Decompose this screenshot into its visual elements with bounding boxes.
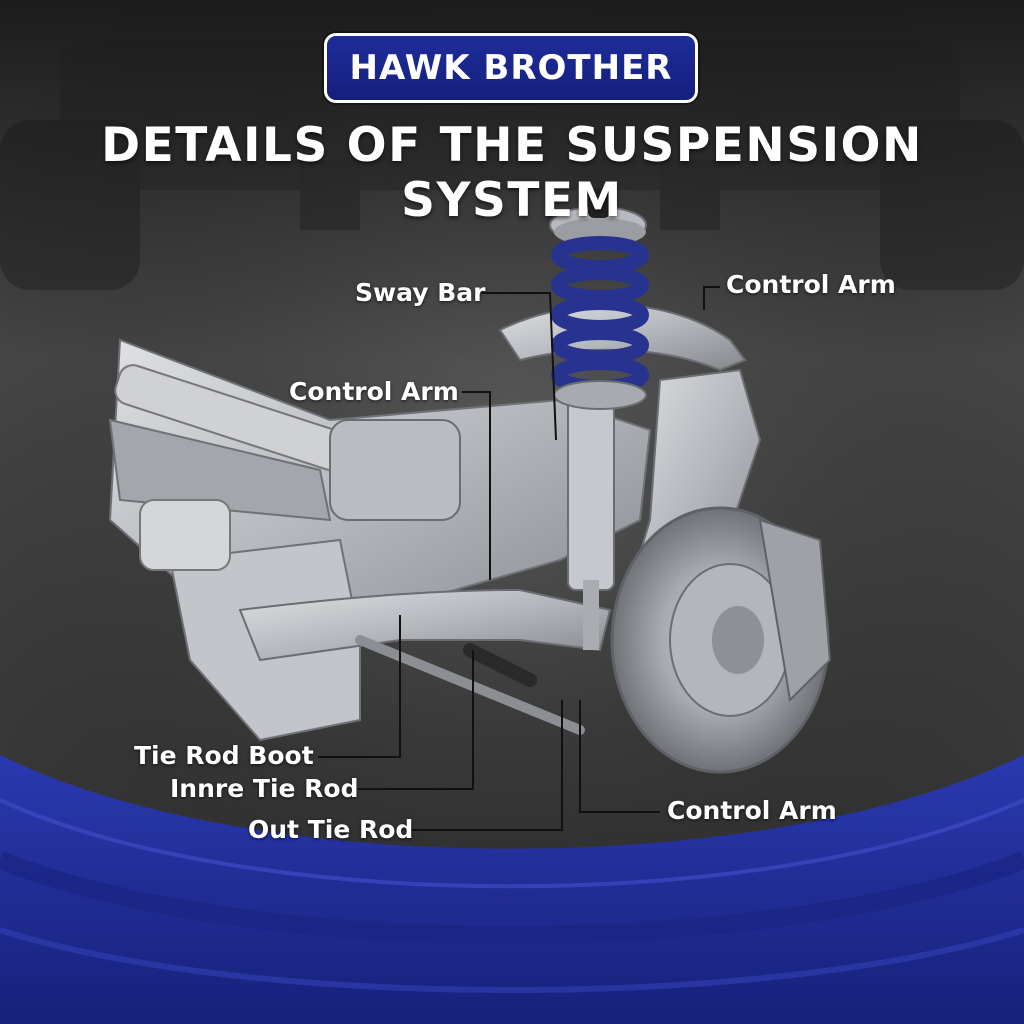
tie-rod <box>355 635 585 735</box>
background-truck <box>0 40 1024 290</box>
callout-out-tie-rod: Out Tie Rod <box>248 815 414 844</box>
callout-control-arm-left: Control Arm <box>289 377 459 406</box>
leader-control-arm-left <box>462 391 491 580</box>
brand-badge: HAWK BROTHER <box>324 33 698 103</box>
brand-name: HAWK BROTHER <box>349 48 673 88</box>
callout-control-arm-lower: Control Arm <box>667 796 837 825</box>
headline: DETAILS OF THE SUSPENSION SYSTEM <box>101 118 923 228</box>
brake-rotor <box>610 506 832 774</box>
leader-control-arm-upper <box>703 286 720 310</box>
steering-rack <box>114 364 461 571</box>
leader-out-tie-rod <box>410 700 563 831</box>
leader-inner-tie-rod <box>358 650 474 790</box>
leader-control-arm-lower <box>579 700 660 813</box>
coil-over-strut <box>549 188 649 650</box>
callout-tie-rod-boot: Tie Rod Boot <box>134 741 314 770</box>
callout-sway-bar: Sway Bar <box>355 278 486 307</box>
decorative-waves <box>0 755 1024 1024</box>
callout-leader-lines <box>318 286 720 831</box>
lower-control-arm <box>238 588 612 662</box>
callout-control-arm-upper: Control Arm <box>726 270 896 299</box>
leader-sway-bar <box>482 292 557 441</box>
callout-inner-tie-rod: Innre Tie Rod <box>170 774 359 803</box>
leader-tie-rod-boot <box>318 615 401 758</box>
